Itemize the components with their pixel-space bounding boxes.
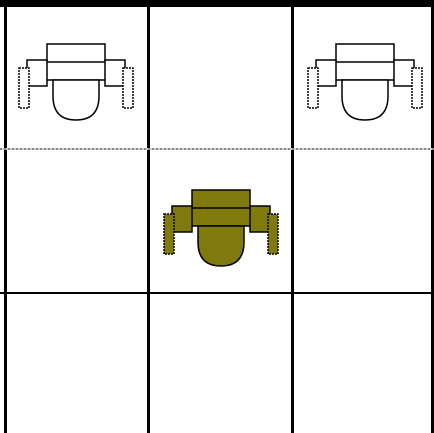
board-cell-r1-c0[interactable] bbox=[7, 150, 147, 292]
board-cell-r2-c2[interactable] bbox=[294, 294, 431, 433]
robot-filled-icon[interactable] bbox=[160, 186, 282, 270]
board-cell-r1-c2[interactable] bbox=[294, 150, 431, 292]
board-cell-r2-c0[interactable] bbox=[7, 294, 147, 433]
robot-outline-icon[interactable] bbox=[304, 40, 426, 124]
grid-line-top bbox=[0, 0, 434, 7]
robot-outline-icon[interactable] bbox=[15, 40, 137, 124]
board-cell-r0-c1[interactable] bbox=[150, 7, 291, 148]
board-cell-r2-c1[interactable] bbox=[150, 294, 291, 433]
